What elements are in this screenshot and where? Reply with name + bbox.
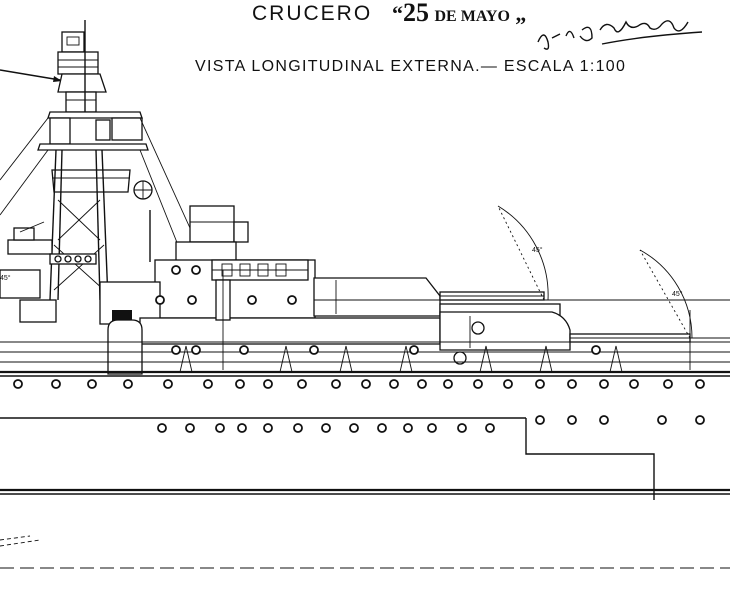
director-box <box>149 205 249 265</box>
angle-label-3: 45° <box>0 274 11 282</box>
ship-number: 25 <box>403 0 429 27</box>
hull <box>0 370 730 569</box>
bridge-tower <box>0 20 201 301</box>
leader-arrow <box>0 69 62 82</box>
ship-name-text: DE MAYO <box>434 8 510 25</box>
subtitle: VISTA LONGITUDINAL EXTERNA.— ESCALA 1:10… <box>195 58 627 75</box>
turret-gun-1 <box>313 277 561 317</box>
aa-gallery <box>0 221 97 323</box>
elevation-arcs <box>497 205 730 370</box>
title-prefix: CRUCERO <box>252 2 373 25</box>
portholes <box>13 265 705 433</box>
ship-name: “25 DE MAYO „ <box>392 0 526 28</box>
turret-gun-2 <box>439 311 691 365</box>
signature-scribble <box>537 20 703 50</box>
open-quote: “ <box>392 1 403 26</box>
superstructure <box>99 259 441 375</box>
deck-rails <box>0 341 730 373</box>
close-quote: „ <box>515 1 527 26</box>
angle-label-1: 45° <box>532 246 543 254</box>
angle-label-2: 45° <box>672 290 683 298</box>
